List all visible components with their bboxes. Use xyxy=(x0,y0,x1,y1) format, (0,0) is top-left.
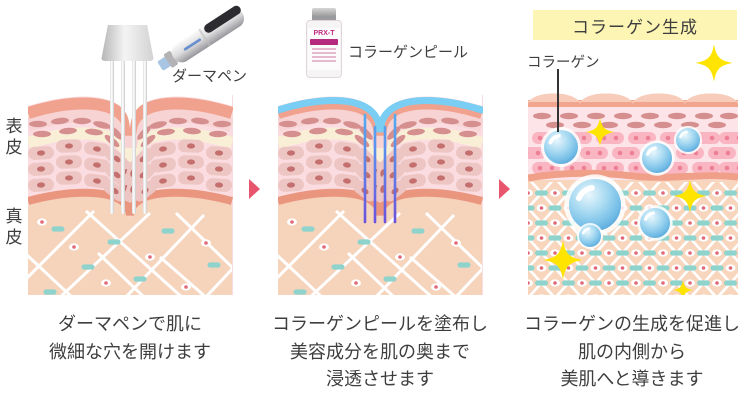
dermapen-needle-icon xyxy=(110,59,114,214)
dermapen-device-icon xyxy=(157,5,245,71)
collagen-callout-label: コラーゲン xyxy=(527,55,600,71)
peel-product-label: コラーゲンピール xyxy=(348,44,469,61)
vial-brand-text: PRX-T xyxy=(313,30,335,37)
skin-illustration-step2 xyxy=(278,95,483,295)
peel-channel-lines xyxy=(363,113,397,224)
collagen-banner: コラーゲン生成 xyxy=(533,10,737,40)
skin-illustration-step3 xyxy=(528,93,738,295)
vial-brand-band xyxy=(310,39,338,45)
step-arrow-icon xyxy=(249,179,260,199)
skin-illustration-step1 xyxy=(28,95,233,295)
collagen-pointer-line xyxy=(557,69,559,132)
sparkle-icon xyxy=(695,44,733,82)
vial-cap xyxy=(312,8,336,18)
vial-cap-band xyxy=(312,17,336,21)
step-arrow-icon xyxy=(499,179,510,199)
dermis-label: 真皮 xyxy=(5,207,23,247)
vial-label: PRX-T xyxy=(308,28,340,70)
dermapen-tip-cone-icon xyxy=(101,25,154,61)
dermapen-label: ダーマペン xyxy=(172,68,248,85)
caption-step3: コラーゲンの生成を促進し 肌の内側から 美肌へと導きます xyxy=(524,314,740,389)
peel-coat-layer xyxy=(278,96,483,133)
dermapen-needle-icon xyxy=(143,59,147,214)
caption-step1: ダーマペンで肌に 微細な穴を開けます xyxy=(49,314,211,362)
collagen-banner-text: コラーゲン生成 xyxy=(572,17,698,37)
epidermis-label: 表皮 xyxy=(5,117,23,157)
dermapen-needle-icon xyxy=(132,59,136,214)
dermapen-needle-icon xyxy=(121,59,125,214)
caption-step2: コラーゲンピールを塗布し 美容成分を肌の奥まで 浸透させます xyxy=(272,314,488,389)
peel-vial-icon: PRX-T xyxy=(306,8,342,78)
